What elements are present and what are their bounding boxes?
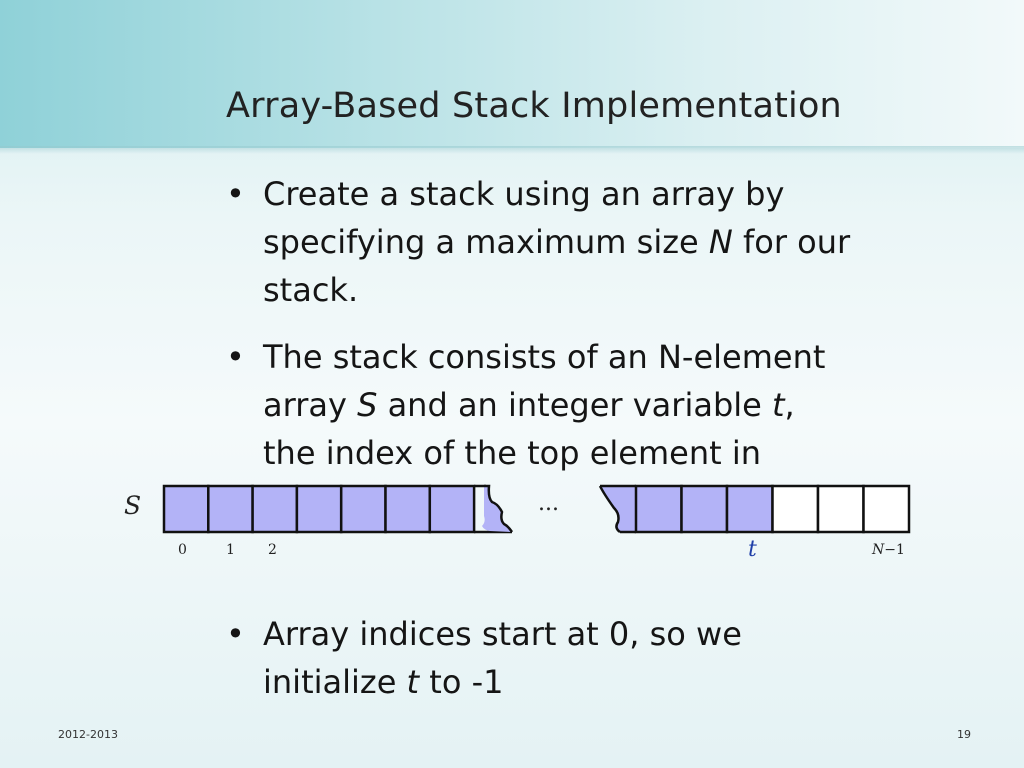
slide-number: 19: [957, 728, 971, 741]
array-cell-empty: [816, 484, 865, 534]
stack-array-diagram: S ... 0 1 2 t N−1: [124, 484, 911, 562]
array-cell-filled: [384, 484, 432, 534]
bullet-line: Array indices start at 0, so we: [263, 610, 963, 658]
array-label: S: [124, 491, 141, 520]
text-run: The stack consists of an N-element: [263, 338, 826, 376]
bullet-dot: •: [226, 615, 245, 653]
bullet-line: initialize t to -1: [263, 658, 963, 706]
slide-title: Array-Based Stack Implementation: [226, 86, 842, 126]
torn-edge-left-outline: [484, 484, 514, 533]
last-index-label: N−1: [871, 542, 905, 558]
bullet-line: array S and an integer variable t,: [263, 381, 963, 429]
text-run: ,: [784, 386, 795, 424]
bullet-dot: •: [226, 338, 245, 376]
italic-term: N: [708, 223, 733, 261]
index-labels: 0 1 2: [178, 542, 277, 558]
ellipsis: ...: [538, 491, 559, 516]
italic-term: t: [772, 386, 785, 424]
array-cells-right: [600, 484, 911, 534]
text-run: to -1: [419, 663, 504, 701]
array-cell-filled: [634, 484, 683, 534]
italic-term: S: [357, 386, 378, 424]
index-label: 0: [178, 542, 187, 558]
text-run: the index of the top element in: [263, 434, 762, 472]
array-cell-filled: [207, 484, 254, 534]
bullet-dot: •: [226, 175, 245, 213]
text-run: Array indices start at 0, so we: [263, 615, 742, 653]
text-run: specifying a maximum size: [263, 223, 709, 261]
torn-edge-right-outline: [598, 485, 621, 534]
array-cell-filled: [251, 484, 299, 534]
bullet-line: specifying a maximum size N for our: [263, 218, 963, 266]
array-cell-filled: [339, 484, 387, 534]
last-index-n: N: [871, 542, 885, 558]
array-cell-filled: [162, 484, 210, 534]
array-cell-filled: [725, 484, 774, 534]
index-label: 1: [226, 542, 235, 558]
bullet-line: Create a stack using an array by: [263, 170, 963, 218]
torn-edge-right: [600, 486, 636, 532]
italic-term: t: [406, 663, 420, 701]
array-cell-empty: [771, 484, 820, 534]
bullet-line: the index of the top element in: [263, 429, 963, 477]
array-cell-filled: [680, 484, 729, 534]
index-label: 2: [268, 542, 277, 558]
bullet-line: The stack consists of an N-element: [263, 333, 963, 381]
text-run: array: [263, 386, 358, 424]
text-run: stack.: [263, 271, 359, 309]
bullet-text: Array indices start at 0, so we initializ…: [263, 610, 963, 706]
bullet-text: Create a stack using an array by specifyi…: [263, 170, 963, 314]
top-index-label: t: [748, 537, 757, 562]
array-cell-filled: [295, 484, 343, 534]
text-run: Create a stack using an array by: [263, 175, 785, 213]
filled-cells-left: [162, 484, 512, 534]
array-cell-filled: [428, 484, 476, 534]
bullet-text: The stack consists of an N-element array …: [263, 333, 963, 477]
header-band-shadow: [0, 146, 1024, 154]
header-band: [0, 0, 1024, 148]
footer-year: 2012-2013: [58, 728, 118, 741]
text-run: initialize: [263, 663, 407, 701]
array-cell-empty: [862, 484, 911, 534]
text-run: and an integer variable: [377, 386, 772, 424]
array-border-segment: [600, 484, 636, 534]
text-run: for our: [732, 223, 851, 261]
last-index-suffix: −1: [884, 542, 905, 558]
bullet-line: stack.: [263, 266, 963, 314]
